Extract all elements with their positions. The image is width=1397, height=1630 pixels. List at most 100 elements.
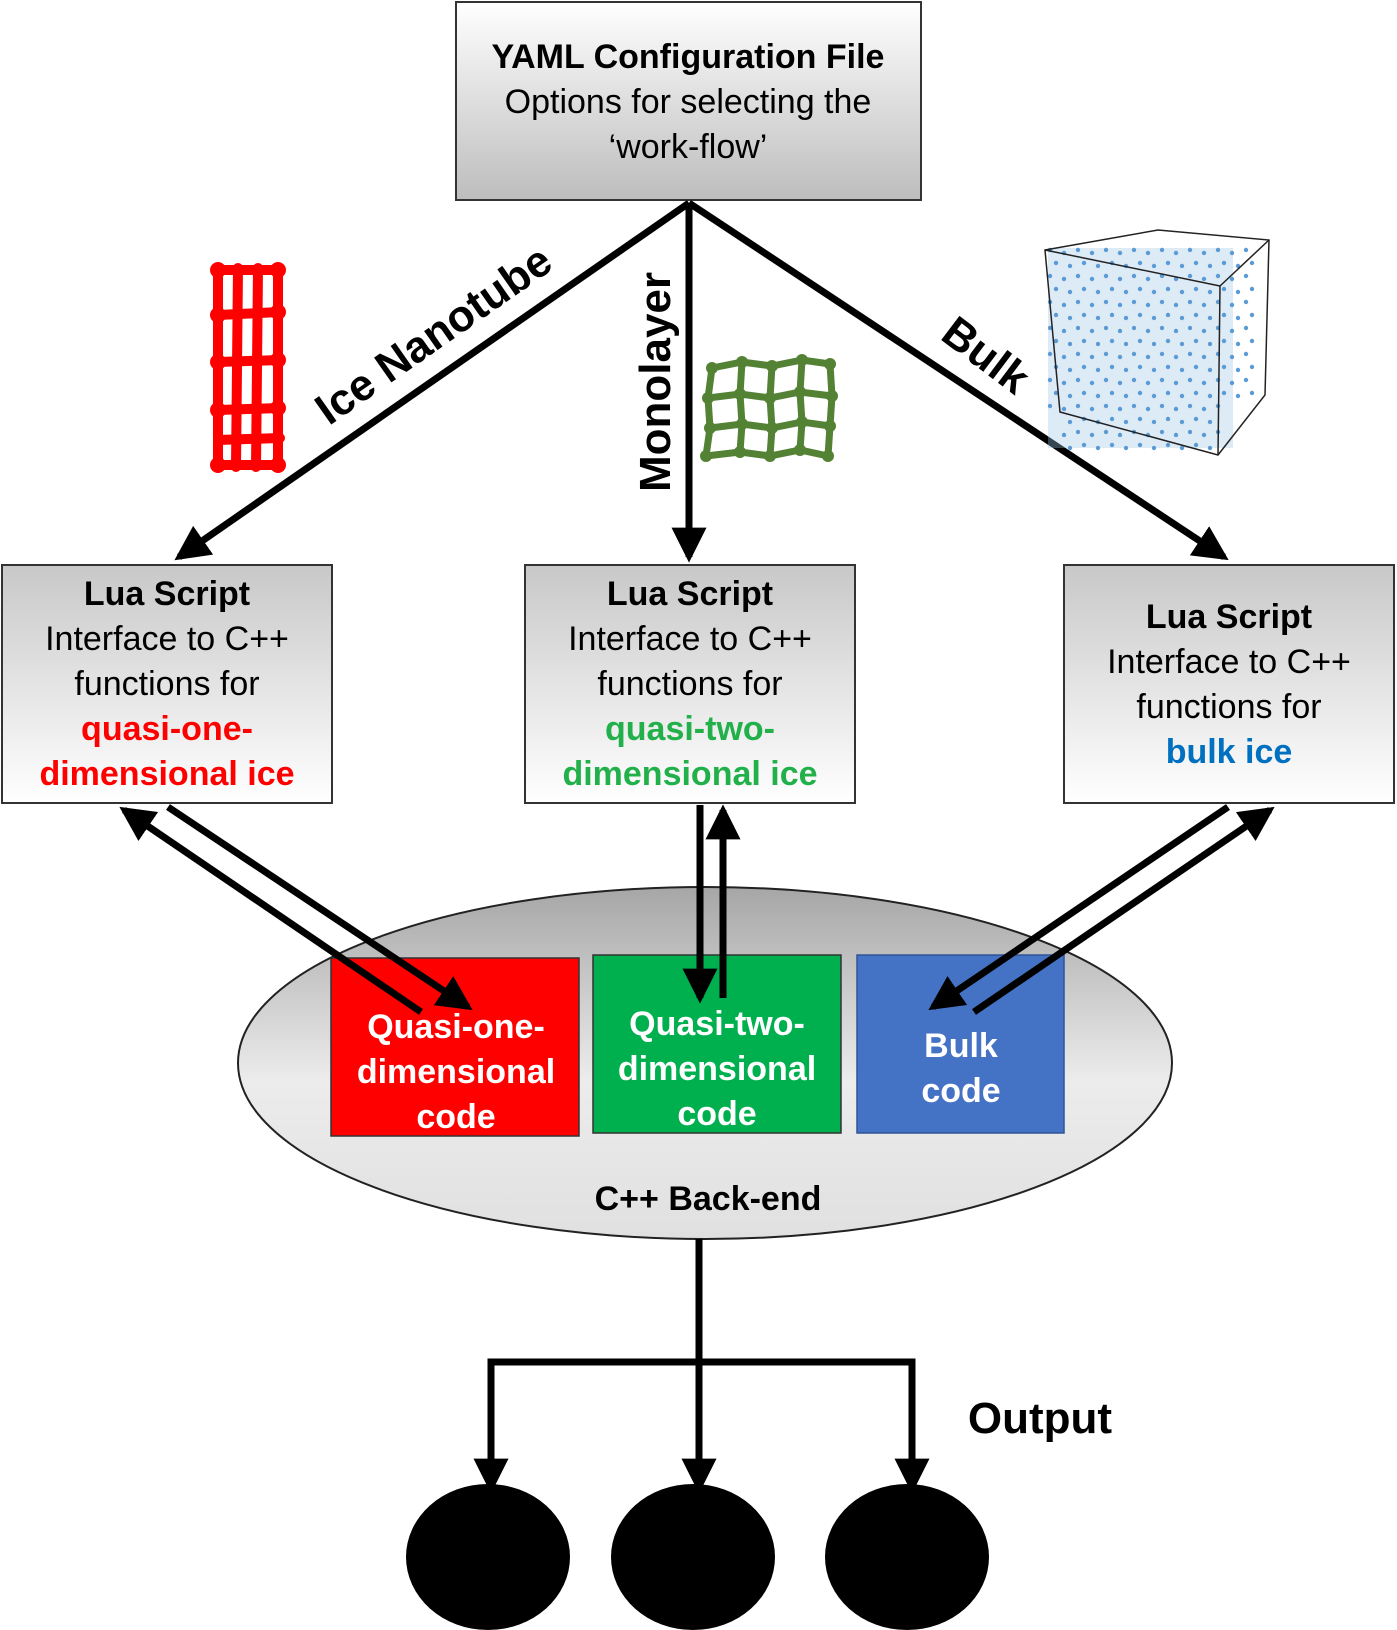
branch-label-bulk: Bulk	[933, 307, 1039, 404]
ice-lattice-dot	[1221, 364, 1227, 370]
ice-lattice-dot	[1131, 247, 1137, 253]
output-label: Output	[968, 1394, 1113, 1443]
ice-lattice-dot	[1193, 338, 1199, 344]
ice-lattice-dot	[1201, 250, 1207, 256]
ice-lattice-dot	[1137, 442, 1143, 448]
ice-lattice-dot	[1067, 341, 1073, 347]
arrow-1d-lua-to-code	[166, 804, 473, 1011]
ice-lattice-dot	[1103, 403, 1109, 409]
ice-lattice-dot	[1145, 328, 1151, 334]
ice-lattice-dot	[1151, 393, 1157, 399]
ice-lattice-dot	[1089, 432, 1095, 438]
ice-lattice-dot	[1047, 273, 1053, 279]
branch-arrows	[174, 200, 1229, 563]
ice-lattice-dot	[1075, 351, 1081, 357]
ice-lattice-dot	[1165, 286, 1171, 292]
ice-lattice-dot	[1229, 302, 1235, 308]
ice-lattice-dot	[1137, 260, 1143, 266]
ice-lattice-dot	[1235, 315, 1241, 321]
ice-lattice-dot	[1165, 260, 1171, 266]
output-node-3	[825, 1484, 989, 1630]
ice-lattice-dot	[1207, 289, 1213, 295]
ice-lattice-dot	[1229, 354, 1235, 360]
lua-line: Interface to C++	[568, 620, 812, 658]
lua-box-1d: Lua Script Interface to C++ functions fo…	[1, 564, 333, 804]
ice-lattice-dot	[1053, 312, 1059, 318]
ice-lattice-dot	[1207, 341, 1213, 347]
lua-highlight: dimensional ice	[39, 755, 294, 793]
lua-code-arrows	[119, 804, 1275, 1015]
ice-lattice-dot	[1081, 312, 1087, 318]
ice-lattice-dot	[1095, 315, 1101, 321]
ice-lattice-dot	[1089, 380, 1095, 386]
ice-lattice-dot	[1229, 328, 1235, 334]
ice-lattice-dot	[1207, 263, 1213, 269]
ice-lattice-dot	[1159, 325, 1165, 331]
ice-lattice-dot	[1131, 403, 1137, 409]
ice-lattice-dot	[1067, 289, 1073, 295]
output-tree	[473, 1239, 930, 1494]
ice-lattice-dot	[1117, 328, 1123, 334]
ice-lattice-dot	[1159, 247, 1165, 253]
ice-lattice-dot	[1117, 380, 1123, 386]
code-label: dimensional	[357, 1053, 555, 1091]
ice-lattice-dot	[1061, 276, 1067, 282]
ice-lattice-dot	[1173, 302, 1179, 308]
ice-lattice-dot	[1109, 416, 1115, 422]
ice-lattice-dot	[1117, 432, 1123, 438]
ice-lattice-dot	[1145, 302, 1151, 308]
ice-lattice-dot	[1095, 393, 1101, 399]
ice-lattice-dot	[1165, 364, 1171, 370]
ice-lattice-dot	[1187, 325, 1193, 331]
output-node-1	[406, 1484, 570, 1630]
code-box-1d: Quasi-one- dimensional code	[330, 957, 580, 1137]
ice-lattice-dot	[1089, 328, 1095, 334]
ice-lattice-dot	[1173, 250, 1179, 256]
ice-lattice-dot	[1179, 341, 1185, 347]
ice-lattice-dot	[1243, 377, 1249, 383]
code-label: Bulk	[924, 1027, 998, 1065]
ice-lattice-dot	[1193, 286, 1199, 292]
ice-lattice-dot	[1067, 367, 1073, 373]
ice-lattice-dot	[1187, 403, 1193, 409]
ice-lattice-dot	[1145, 276, 1151, 282]
ice-lattice-dot	[1159, 351, 1165, 357]
ice-lattice-dot	[1123, 289, 1129, 295]
ice-lattice-dot	[1249, 338, 1255, 344]
ice-lattice-dot	[1187, 247, 1193, 253]
ice-lattice-dot	[1109, 390, 1115, 396]
ice-lattice-dot	[1067, 315, 1073, 321]
ice-lattice-dot	[1207, 393, 1213, 399]
ice-lattice-dot	[1201, 406, 1207, 412]
yaml-line1: Options for selecting the	[505, 83, 872, 121]
ice-lattice-dot	[1151, 289, 1157, 295]
lua-title: Lua Script	[1146, 598, 1312, 636]
ice-lattice-dot	[1151, 315, 1157, 321]
lua-highlight: bulk ice	[1166, 733, 1293, 771]
ice-lattice-dot	[1187, 299, 1193, 305]
ice-lattice-dot	[1159, 377, 1165, 383]
bulk-ice-cube-icon	[1044, 229, 1270, 456]
ice-lattice-dot	[1179, 445, 1185, 451]
ice-lattice-dot	[1243, 299, 1249, 305]
lua-line: functions for	[1136, 688, 1321, 726]
ice-lattice-dot	[1151, 445, 1157, 451]
ice-lattice-dot	[1215, 247, 1221, 253]
ice-lattice-dot	[1089, 354, 1095, 360]
ice-lattice-dot	[1179, 367, 1185, 373]
ice-lattice-dot	[1207, 315, 1213, 321]
ice-lattice-dot	[1053, 260, 1059, 266]
lua-box-bulk: Lua Script Interface to C++ functions fo…	[1063, 564, 1395, 804]
ice-lattice-dot	[1089, 302, 1095, 308]
ice-lattice-dot	[1103, 351, 1109, 357]
ice-lattice-dot	[1075, 273, 1081, 279]
ice-lattice-dot	[1159, 429, 1165, 435]
lua-box-2d: Lua Script Interface to C++ functions fo…	[524, 564, 856, 804]
ice-lattice-dot	[1053, 338, 1059, 344]
code-box-bulk: Bulk code	[856, 954, 1065, 1134]
ice-lattice-dot	[1137, 286, 1143, 292]
ice-lattice-dot	[1193, 260, 1199, 266]
ice-lattice-dot	[1081, 390, 1087, 396]
ice-lattice-dot	[1131, 377, 1137, 383]
